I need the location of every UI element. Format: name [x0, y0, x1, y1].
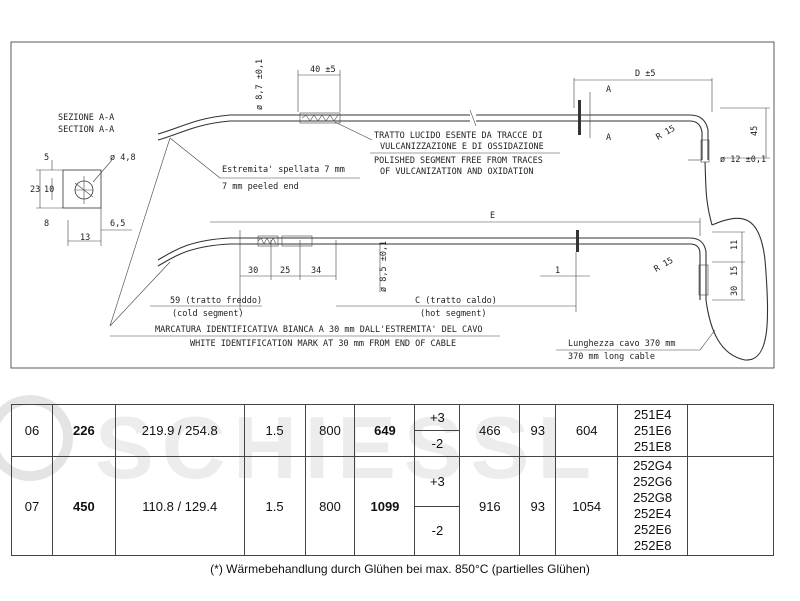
- upper-cable: [157, 100, 713, 226]
- cell-tol-minus: -2: [414, 505, 461, 556]
- cell-d: 466: [459, 404, 521, 457]
- dim-diam-8-5: ø 8,5 ±0,1: [379, 241, 389, 292]
- code-item: 252E8: [633, 538, 672, 553]
- section-label-it: SEZIONE A-A: [58, 113, 114, 123]
- dim-1: 1: [555, 266, 560, 276]
- section-marker-a-bottom: A: [606, 133, 611, 143]
- polished-note-it-2: VULCANIZZAZIONE E DI OSSIDAZIONE: [380, 142, 544, 152]
- code-item: 251E6: [633, 422, 672, 438]
- dim-6-5: 6,5: [110, 219, 125, 229]
- dim-45: 45: [750, 126, 760, 136]
- hot-segment-it: C (tratto caldo): [415, 296, 497, 306]
- dim-30-lower: 30: [248, 266, 258, 276]
- code-item: 252E4: [633, 506, 672, 521]
- cold-segment-en: (cold segment): [172, 309, 244, 319]
- polished-note-it-1: TRATTO LUCIDO ESENTE DA TRACCE DI: [374, 131, 543, 141]
- lower-cable: [157, 217, 769, 361]
- mark-note-en: WHITE IDENTIFICATION MARK AT 30 mm FROM …: [190, 339, 456, 349]
- cell-a: 1.5: [243, 456, 306, 556]
- cable-length-it: Lunghezza cavo 370 mm: [568, 339, 675, 349]
- code-item: 252G4: [633, 458, 673, 473]
- dim-23: 23: [30, 185, 40, 195]
- spec-table: 06 226 219.9 / 254.8 1.5 800 649 +3 466 …: [11, 404, 774, 556]
- cell-d: 916: [459, 456, 521, 556]
- table-row: 07 450 110.8 / 129.4 1.5 800 1099 +3 916…: [11, 456, 774, 556]
- cell-tol-plus: +3: [414, 456, 461, 507]
- cold-segment-it: 59 (tratto freddo): [170, 296, 262, 306]
- code-item: 252E6: [633, 522, 672, 537]
- dim-D: D ±5: [635, 69, 655, 79]
- cable-length-en: 370 mm long cable: [568, 352, 655, 362]
- section-view: [36, 159, 132, 246]
- dim-34: 34: [311, 266, 321, 276]
- cell-a: 1.5: [243, 404, 306, 457]
- dim-8: 8: [44, 219, 49, 229]
- peeled-end-en: 7 mm peeled end: [222, 182, 299, 192]
- drawing-frame: [10, 41, 775, 369]
- dim-diam-8-7: ø 8,7 ±0,1: [255, 59, 265, 110]
- dim-13: 13: [80, 233, 90, 243]
- code-item: 252G8: [633, 490, 673, 505]
- technical-drawing: SEZIONE A-A SECTION A-A ø 4,8 5 10 23 8 …: [10, 41, 775, 369]
- section-marker-a-top: A: [606, 85, 611, 95]
- dim-25: 25: [280, 266, 290, 276]
- code-item: 251E4: [633, 406, 672, 422]
- cell-tol-plus: +3: [414, 404, 461, 431]
- section-label-en: SECTION A-A: [58, 125, 114, 135]
- dim-11: 11: [730, 240, 740, 250]
- table-row: 06 226 219.9 / 254.8 1.5 800 649 +3 466 …: [11, 404, 774, 457]
- polished-note-en-2: OF VULCANIZATION AND OXIDATION: [380, 167, 534, 177]
- cell-tol-minus: -2: [414, 430, 461, 457]
- dim-diam-12: ø 12 ±0,1: [720, 155, 766, 165]
- cell-e: 93: [519, 404, 557, 457]
- table-row: -2: [12, 505, 774, 556]
- code-item: 251E8: [633, 438, 672, 454]
- dim-r15-lower: R 15: [653, 256, 676, 275]
- cell-b: 800: [304, 404, 356, 457]
- cell-codes: 251E4 251E6 251E8: [617, 404, 689, 457]
- cell-e: 93: [519, 456, 557, 556]
- dim-15: 15: [730, 266, 740, 276]
- cell-ohm: 110.8 / 129.4: [114, 456, 245, 556]
- cell-c: 1099: [354, 456, 416, 556]
- dim-diam-4-8: ø 4,8: [110, 153, 136, 163]
- cell-empty: [687, 456, 774, 556]
- cell-watt: 450: [51, 456, 116, 556]
- cell-no: 07: [11, 456, 53, 556]
- peeled-end-it: Estremita' spellata 7 mm: [222, 165, 345, 175]
- polished-note-en-1: POLISHED SEGMENT FREE FROM TRACES: [374, 156, 543, 166]
- dim-E: E: [490, 211, 495, 221]
- footnote: (*) Wärmebehandlung durch Glühen bei max…: [210, 562, 590, 576]
- cell-c: 649: [354, 404, 416, 457]
- cell-watt: 226: [51, 404, 116, 457]
- cell-f: 1054: [555, 456, 619, 556]
- mark-note-it: MARCATURA IDENTIFICATIVA BIANCA A 30 mm …: [155, 325, 483, 335]
- dim-r15-upper: R 15: [655, 124, 678, 143]
- dim-5: 5: [44, 153, 49, 163]
- cell-b: 800: [304, 456, 356, 556]
- cell-codes: 252G4 252G6 252G8 252E4 252E6 252E8: [617, 456, 689, 556]
- hot-segment-en: (hot segment): [420, 309, 487, 319]
- cell-empty: [687, 404, 774, 457]
- code-item: 252G6: [633, 474, 673, 489]
- cell-ohm: 219.9 / 254.8: [114, 404, 245, 457]
- dim-40: 40 ±5: [310, 65, 336, 75]
- cell-no: 06: [11, 404, 53, 457]
- dim-30-right: 30: [730, 286, 740, 296]
- dim-10: 10: [44, 185, 54, 195]
- table-row: -2: [12, 430, 774, 457]
- cell-f: 604: [555, 404, 619, 457]
